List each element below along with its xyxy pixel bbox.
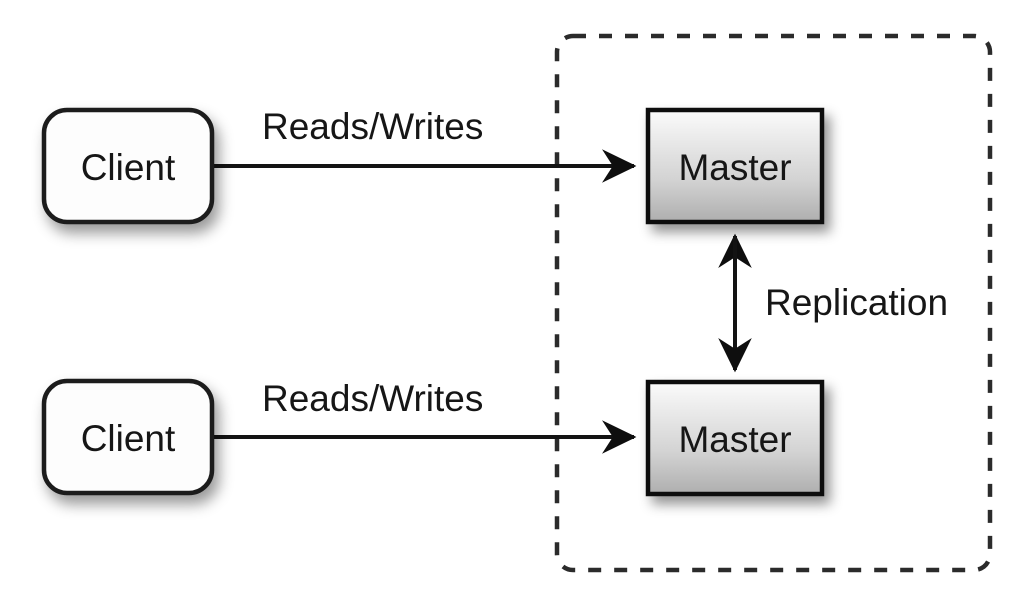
edge-label-replication: Replication xyxy=(765,282,948,323)
node-client-bottom[interactable]: Client xyxy=(41,378,215,496)
node-master-top[interactable]: Master xyxy=(645,107,825,225)
replication-cluster-boundary xyxy=(554,33,993,573)
node-client-top[interactable]: Client xyxy=(41,107,215,225)
node-master-top-label: Master xyxy=(678,147,791,188)
edge-label-reads-writes-top: Reads/Writes xyxy=(262,106,483,147)
node-client-bottom-label: Client xyxy=(81,418,176,459)
edge-label-reads-writes-bottom: Reads/Writes xyxy=(262,378,483,419)
node-master-bottom[interactable]: Master xyxy=(645,379,825,497)
node-master-bottom-label: Master xyxy=(678,419,791,460)
node-client-top-label: Client xyxy=(81,147,176,188)
